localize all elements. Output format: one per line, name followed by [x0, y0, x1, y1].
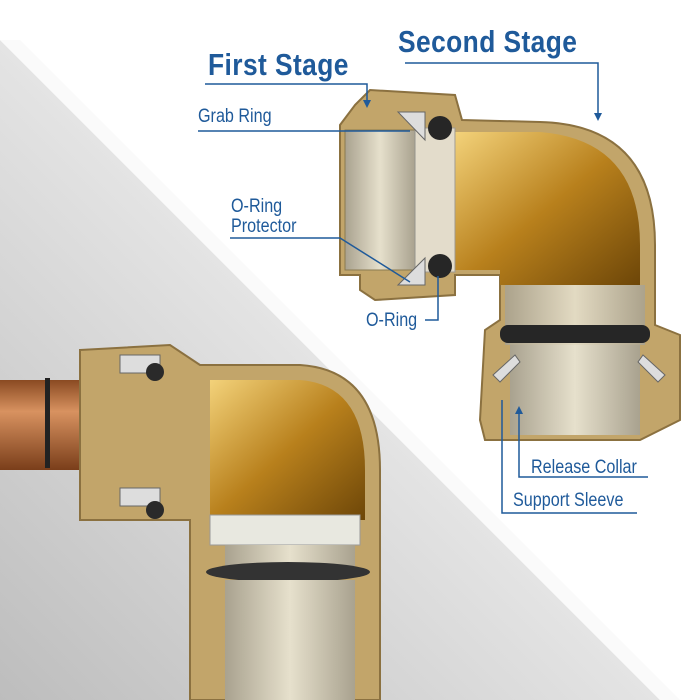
o-ring-label: O-Ring: [366, 310, 418, 331]
o-ring-protector-label-line1: O-Ring: [231, 196, 283, 217]
first-stage-label: First Stage: [208, 47, 349, 82]
cutaway-elbow: [339, 88, 681, 441]
diagonal-highlight: [0, 40, 680, 700]
second-stage-label: Second Stage: [398, 24, 578, 59]
o-ring-protector-label-line2: Protector: [231, 216, 297, 237]
support-sleeve-label: Support Sleeve: [513, 490, 624, 511]
grab-ring-label: Grab Ring: [198, 106, 272, 127]
release-collar-label: Release Collar: [531, 457, 637, 478]
assembled-elbow: [0, 343, 381, 700]
leader-lines: [198, 62, 648, 514]
